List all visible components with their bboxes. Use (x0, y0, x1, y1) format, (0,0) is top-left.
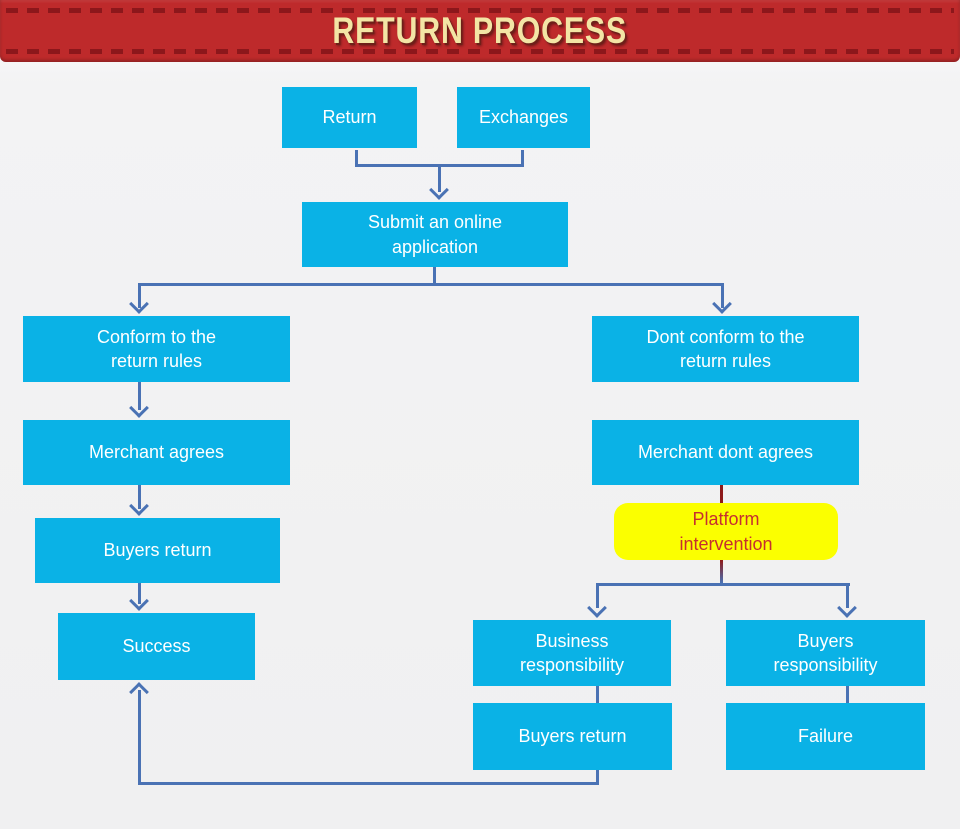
connector-loop-horizontal (138, 782, 599, 785)
node-buyers-return-right: Buyers return (473, 703, 672, 770)
connector-split1-right (721, 283, 724, 308)
connector-split2-left (596, 583, 599, 608)
connector-split1-left (138, 283, 141, 308)
connector-business-buyersreturn (596, 686, 599, 703)
connector-split2-horizontal (596, 583, 850, 586)
node-success: Success (58, 613, 255, 680)
header-banner: RETURN PROCESS (0, 0, 960, 62)
connector-merchant-buyersreturn (138, 485, 141, 509)
connector-return-down (355, 150, 358, 166)
node-return: Return (282, 87, 417, 148)
connector-exchanges-down (521, 150, 524, 166)
stitch-line-bottom (6, 49, 954, 54)
node-conform-rules: Conform to the return rules (23, 316, 290, 382)
arrowhead-conform (129, 294, 149, 314)
node-merchant-agrees: Merchant agrees (23, 420, 290, 485)
node-platform-intervention: Platform intervention (614, 503, 838, 560)
connector-buyersreturn-success (138, 583, 141, 604)
node-submit-application: Submit an online application (302, 202, 568, 267)
arrowhead-buyers-resp (837, 598, 857, 618)
arrowhead-buyers-return-left (129, 496, 149, 516)
node-buyers-return-left: Buyers return (35, 518, 280, 583)
stitch-line-top (6, 8, 954, 13)
connector-submit-down (433, 267, 436, 286)
node-business-responsibility: Business responsibility (473, 620, 671, 686)
node-merchant-dont-agrees: Merchant dont agrees (592, 420, 859, 485)
connector-split2-right (846, 583, 849, 608)
node-exchanges: Exchanges (457, 87, 590, 148)
connector-buyersresp-failure (846, 686, 849, 703)
connector-loop-down (596, 770, 599, 785)
node-dont-conform-rules: Dont conform to the return rules (592, 316, 859, 382)
connector-merchantdont-platform (720, 485, 723, 503)
connector-loop-up (138, 690, 141, 783)
arrowhead-dont-conform (712, 294, 732, 314)
arrowhead-merchant-agrees (129, 398, 149, 418)
node-failure: Failure (726, 703, 925, 770)
connector-to-submit (438, 164, 441, 192)
connector-platform-down (720, 560, 723, 583)
arrowhead-submit (429, 180, 449, 200)
node-buyers-responsibility: Buyers responsibility (726, 620, 925, 686)
arrowhead-success-loop (129, 682, 149, 702)
arrowhead-success (129, 591, 149, 611)
connector-conform-merchant (138, 382, 141, 410)
connector-split1-horizontal (138, 283, 724, 286)
arrowhead-business-resp (587, 598, 607, 618)
page-title: RETURN PROCESS (332, 10, 628, 51)
